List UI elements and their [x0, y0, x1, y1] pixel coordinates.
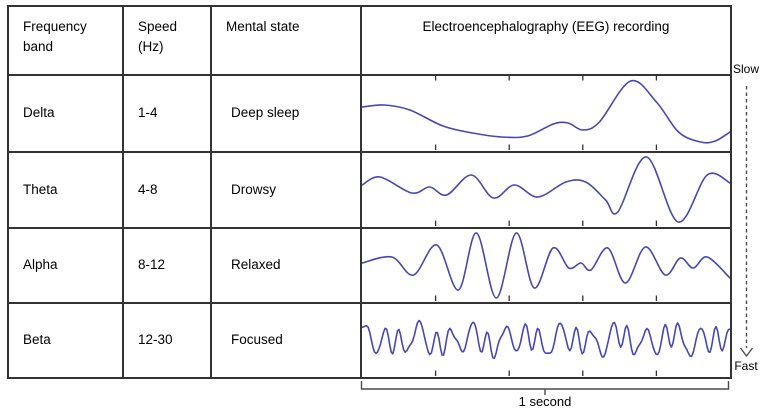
fast-label: Fast: [734, 359, 758, 373]
header-frequency-band: Frequency band: [9, 7, 124, 76]
band-cell-alpha: Alpha: [9, 229, 124, 304]
state-cell-delta: Deep sleep: [212, 76, 362, 153]
header-eeg-recording: Electroencephalography (EEG) recording: [362, 7, 732, 76]
eeg-wave-cell-beta: [362, 304, 732, 379]
one-second-label: 1 second: [518, 394, 572, 409]
band-cell-theta: Theta: [9, 153, 124, 229]
state-cell-alpha: Relaxed: [212, 229, 362, 304]
band-cell-delta: Delta: [9, 76, 124, 153]
speed-cell-beta: 12-30: [124, 304, 212, 379]
state-cell-theta: Drowsy: [212, 153, 362, 229]
speed-cell-alpha: 8-12: [124, 229, 212, 304]
header-mental-state: Mental state: [212, 7, 362, 76]
state-cell-beta: Focused: [212, 304, 362, 379]
eeg-wave-delta: [362, 76, 730, 150]
eeg-table: Frequency band Speed (Hz) Mental state E…: [7, 5, 732, 379]
eeg-wave-cell-alpha: [362, 229, 732, 304]
header-speed-hz: Speed (Hz): [124, 7, 212, 76]
eeg-wave-cell-theta: [362, 153, 732, 229]
eeg-wave-beta: [362, 319, 730, 376]
slow-to-fast-arrow-icon: [739, 86, 754, 358]
eeg-wave-cell-delta: [362, 76, 732, 153]
speed-cell-theta: 4-8: [124, 153, 212, 229]
eeg-wave-alpha: [362, 232, 730, 301]
one-second-bracket-icon: [360, 381, 730, 395]
band-cell-beta: Beta: [9, 304, 124, 379]
slow-label: Slow: [732, 62, 759, 76]
speed-cell-delta: 1-4: [124, 76, 212, 153]
eeg-wave-theta: [362, 156, 730, 226]
